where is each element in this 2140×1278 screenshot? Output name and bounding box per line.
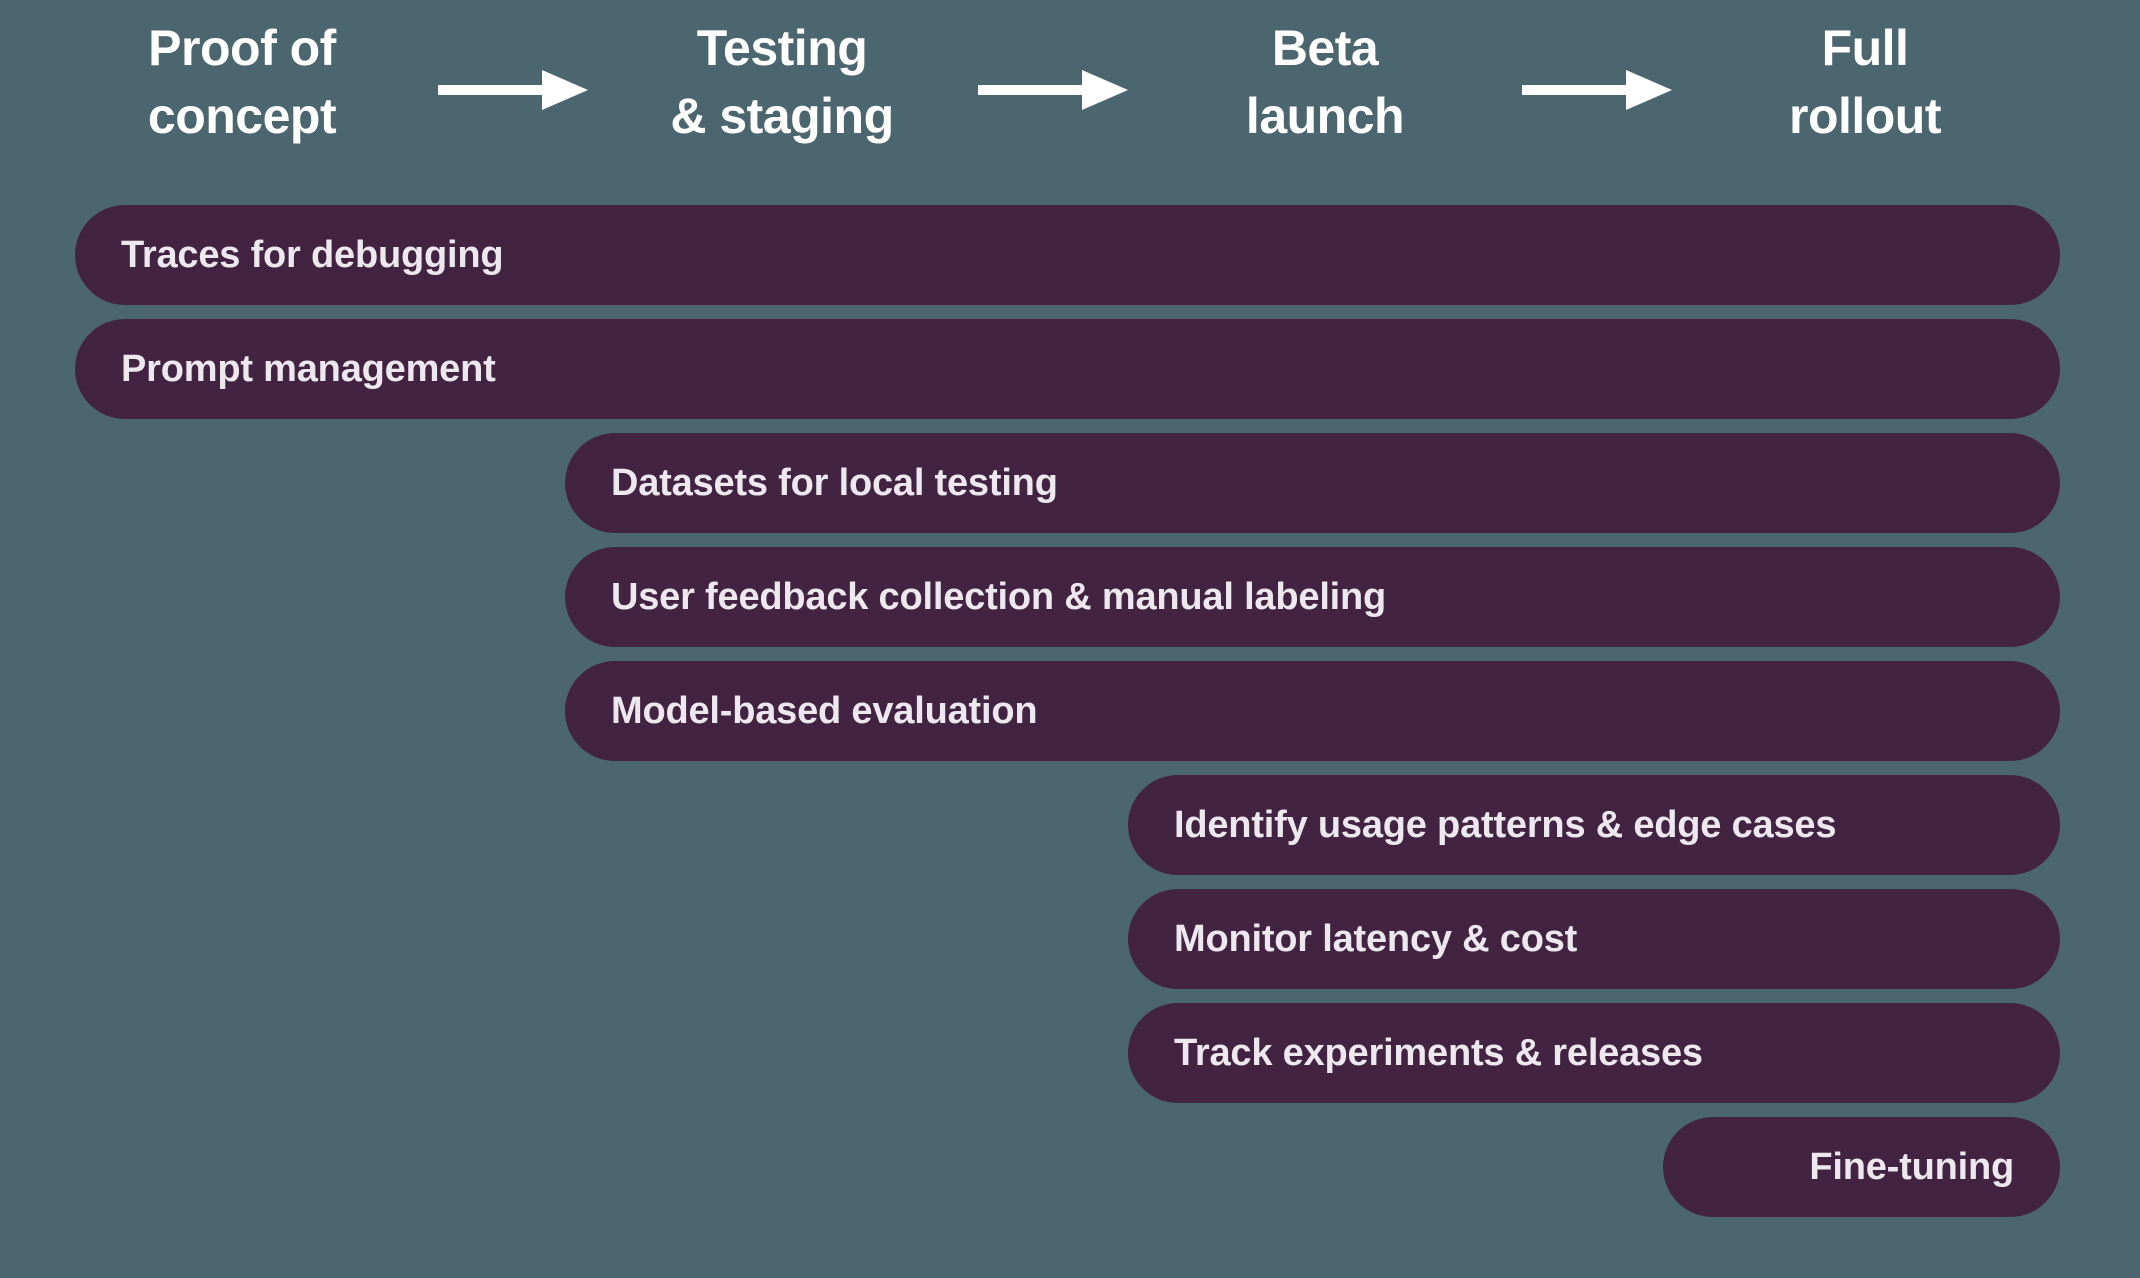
capability-bar[interactable]: Track experiments & releases	[1128, 1003, 2060, 1103]
capability-bar-label: Traces for debugging	[121, 233, 504, 276]
stage-label-testing-and-staging: Testing & staging	[670, 20, 894, 144]
capability-bar-label: User feedback collection & manual labeli…	[611, 575, 1387, 618]
capability-bar[interactable]: Monitor latency & cost	[1128, 889, 2060, 989]
capability-bar-label: Track experiments & releases	[1174, 1031, 1703, 1074]
stage-label-proof-of-concept: Proof of concept	[147, 20, 337, 144]
capability-bar-label: Identify usage patterns & edge cases	[1174, 803, 1837, 846]
right-arrow-icon	[438, 68, 588, 112]
capability-bar[interactable]: User feedback collection & manual labeli…	[565, 547, 2060, 647]
capability-bar[interactable]: Datasets for local testing	[565, 433, 2060, 533]
capability-bar-label: Fine-tuning	[1809, 1145, 2014, 1188]
stage-label-beta-launch: Beta launch	[1245, 20, 1405, 144]
stage-label-full-rollout: Full rollout	[1788, 20, 1942, 144]
capability-bar-label: Model-based evaluation	[611, 689, 1038, 732]
capability-bar[interactable]: Model-based evaluation	[565, 661, 2060, 761]
stage-header-row: Proof of concept Testing & staging Beta …	[0, 0, 2140, 180]
capability-bar[interactable]: Prompt management	[75, 319, 2060, 419]
capability-bar[interactable]: Fine-tuning	[1663, 1117, 2060, 1217]
right-arrow-icon	[1522, 68, 1672, 112]
capability-bar[interactable]: Traces for debugging	[75, 205, 2060, 305]
capability-bar[interactable]: Identify usage patterns & edge cases	[1128, 775, 2060, 875]
right-arrow-icon	[978, 68, 1128, 112]
capability-bar-label: Prompt management	[121, 347, 496, 390]
capability-bar-label: Datasets for local testing	[611, 461, 1058, 504]
capability-bar-label: Monitor latency & cost	[1174, 917, 1578, 960]
